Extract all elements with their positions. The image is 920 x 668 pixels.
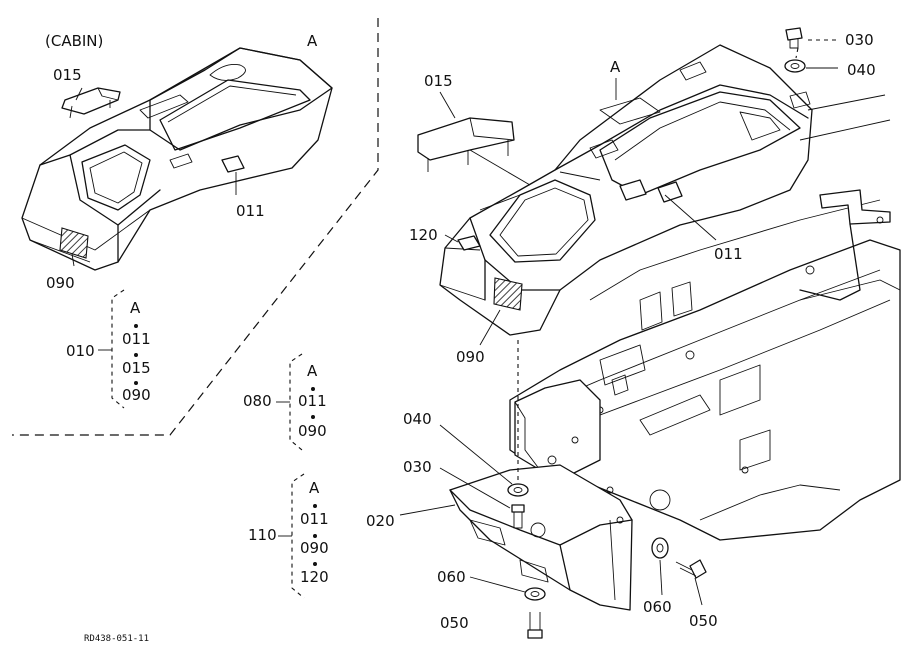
inset-ref-letter: A [307, 32, 318, 50]
assembly-110-item: 120 [300, 568, 329, 586]
main-callout-090: 090 [456, 348, 485, 366]
main-callout-015: 015 [424, 72, 453, 90]
assembly-110-item: 011 [300, 510, 329, 528]
assembly-010-item: 011 [122, 330, 151, 348]
main-leaders [399, 39, 838, 606]
main-ref-letter: A [610, 58, 621, 76]
main-callout-030-top: 030 [845, 31, 874, 49]
main-frame [509, 189, 901, 541]
main-callout-020: 020 [366, 512, 395, 530]
main-callout-060-right: 060 [643, 598, 672, 616]
main-part-015 [417, 117, 531, 186]
inset-label-090 [59, 227, 89, 259]
assembly-080-id: 080 [243, 392, 272, 410]
main-housing-020 [449, 464, 633, 611]
assembly-110: 110 A 011 090 120 [248, 473, 329, 599]
inset-console [21, 47, 333, 271]
assembly-010-item: 090 [122, 386, 151, 404]
assembly-010-item: 015 [122, 359, 151, 377]
assembly-010-item: A [130, 299, 141, 317]
inset-callout-015: 015 [53, 66, 82, 84]
main-callout-040-top: 040 [847, 61, 876, 79]
inset-boundary [12, 18, 379, 436]
assembly-080-item: A [307, 362, 318, 380]
main-callout-011: 011 [714, 245, 743, 263]
main-callout-060-bottom: 060 [437, 568, 466, 586]
assembly-110-id: 110 [248, 526, 277, 544]
assembly-080-item: 011 [298, 392, 327, 410]
assembly-110-item: 090 [300, 539, 329, 557]
assembly-110-item: A [309, 479, 320, 497]
main-label-090 [493, 277, 523, 311]
assembly-010-id: 010 [66, 342, 95, 360]
inset-part-015 [61, 87, 121, 115]
inset-callout-090: 090 [46, 274, 75, 292]
main-callout-030-lower: 030 [403, 458, 432, 476]
assembly-080: 080 A 011 090 [243, 353, 327, 451]
assembly-080-item: 090 [298, 422, 327, 440]
main-callout-050-right: 050 [689, 612, 718, 630]
main-console [439, 44, 891, 336]
main-hardware [507, 27, 806, 639]
main-label-120 [457, 235, 481, 251]
main-callout-050-bottom: 050 [440, 614, 469, 632]
drawing-code: RD438-051-11 [84, 634, 149, 644]
main-callout-120: 120 [409, 226, 438, 244]
inset-title: (CABIN) [45, 32, 103, 50]
assembly-010: 010 A 011 015 090 [66, 289, 151, 409]
main-callout-040-lower: 040 [403, 410, 432, 428]
inset-callout-011: 011 [236, 202, 265, 220]
